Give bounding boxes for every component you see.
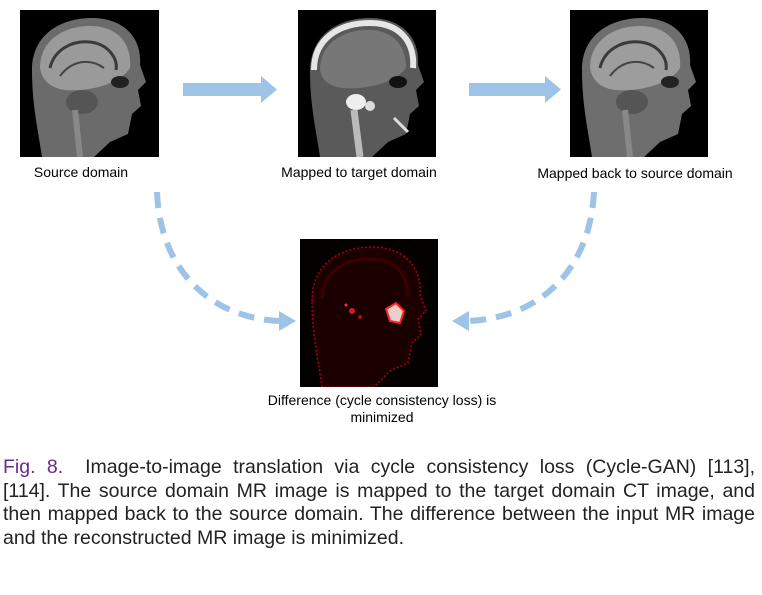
arrows-layer [154, 76, 597, 331]
forward-arrow-1 [183, 76, 277, 103]
caption-text: Image-to-image translation via cycle con… [3, 456, 755, 549]
target-ct-image [298, 10, 436, 157]
forward-arrow-2 [469, 76, 561, 103]
figure-number: Fig. 8. [3, 456, 64, 478]
reconstructed-domain-label: Mapped back to source domain [537, 165, 733, 181]
source-mr-image [20, 10, 159, 157]
difference-label: Difference (cycle consistency loss) is m… [267, 392, 497, 425]
dashed-arrow-left [154, 191, 296, 331]
source-domain-label: Source domain [33, 164, 129, 180]
target-domain-label: Mapped to target domain [281, 164, 437, 180]
reconstructed-mr-image [570, 10, 708, 157]
dashed-arrow-right [452, 191, 597, 331]
figure-caption: Fig. 8.Image-to-image translation via cy… [3, 456, 755, 550]
difference-image [300, 239, 438, 387]
